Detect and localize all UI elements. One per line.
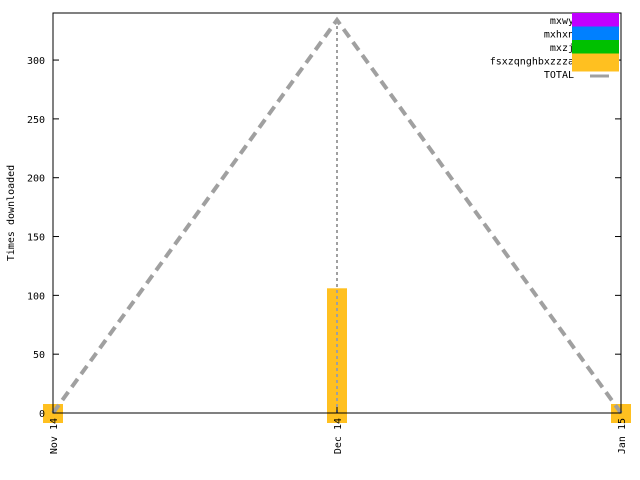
legend-swatch xyxy=(572,26,619,41)
y-tick-label: 300 xyxy=(27,56,45,67)
bar-fsxzqnghbxzzza-Dec-14 xyxy=(327,288,347,423)
x-tick-label: Dec 14 xyxy=(333,418,344,454)
y-tick-label: 200 xyxy=(27,174,45,185)
y-axis-label: Times downloaded xyxy=(6,165,17,261)
x-axis: Nov 14 Dec 14 Jan 15 xyxy=(49,407,628,454)
legend-label: fsxzqnghbxzzza xyxy=(490,57,574,68)
x-tick-label: Nov 14 xyxy=(49,418,60,454)
legend-label: mxhxn xyxy=(544,30,574,41)
total-layer xyxy=(51,16,623,415)
y-tick-label: 150 xyxy=(27,233,45,244)
legend-label: mxwy xyxy=(550,16,574,27)
legend-swatch xyxy=(572,53,619,72)
y-tick-label: 50 xyxy=(33,350,45,361)
legend-label: mxzj xyxy=(550,43,574,54)
y-tick-label: 0 xyxy=(39,409,45,420)
bars-layer xyxy=(43,288,631,423)
y-tick-label: 250 xyxy=(27,115,45,126)
y-axis: 0 50 100 150 200 250 300 xyxy=(27,56,621,420)
y-tick-label: 100 xyxy=(27,291,45,302)
legend-swatch xyxy=(572,13,619,27)
legend-label: TOTAL xyxy=(544,70,574,81)
x-tick-label: Jan 15 xyxy=(617,418,628,454)
legend-swatch xyxy=(572,40,619,54)
